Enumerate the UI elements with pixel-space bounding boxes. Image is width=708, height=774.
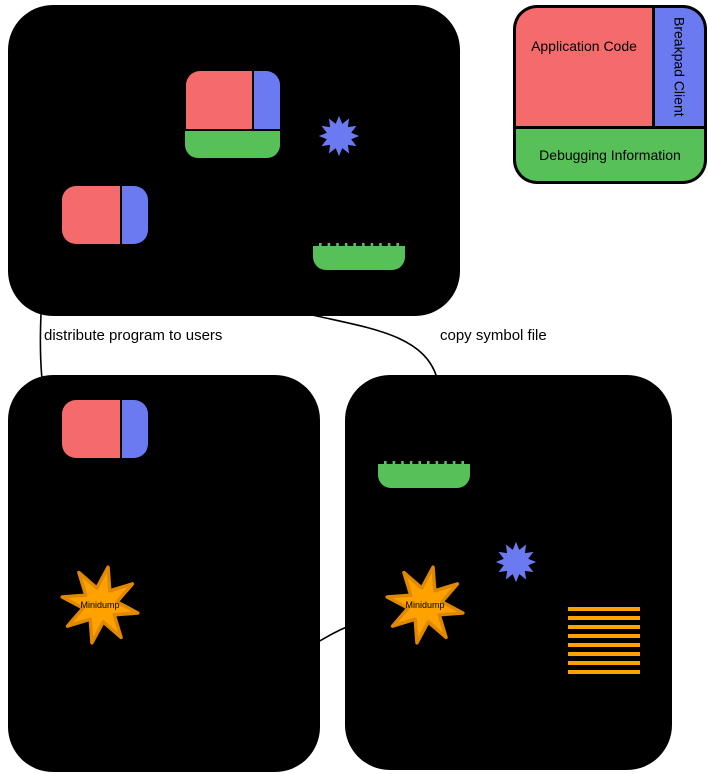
stripped-breakpad-client-block <box>122 186 148 244</box>
breakpad-client-block <box>254 71 280 129</box>
stripped-application-code-block <box>62 186 120 244</box>
legend-application-code: Application Code <box>516 8 652 126</box>
stack-trace-line <box>568 625 640 629</box>
collector-minidump-star-icon: Minidump <box>382 562 468 648</box>
stack-trace-lines <box>568 607 640 674</box>
minidump-label: Minidump <box>405 600 445 610</box>
build-machine-box <box>8 5 460 316</box>
legend-debugging-information-label: Debugging Information <box>539 147 681 163</box>
application-code-block <box>186 71 252 129</box>
stack-trace-line <box>568 661 640 665</box>
stack-trace-line <box>568 643 640 647</box>
edge-label-copy-symbol: copy symbol file <box>440 327 547 344</box>
symbol-file-bar <box>313 243 405 270</box>
stack-trace-line <box>568 607 640 611</box>
stack-trace-line <box>568 652 640 656</box>
crash-collector-box: Minidump <box>345 375 672 770</box>
stack-trace-line <box>568 634 640 638</box>
legend-breakpad-client-label: Breakpad Client <box>671 17 688 117</box>
user-machine-box: Minidump <box>8 375 320 772</box>
stack-trace-line <box>568 670 640 674</box>
edge-label-distribute: distribute program to users <box>44 327 223 344</box>
user-breakpad-client-block <box>122 400 148 458</box>
legend-application-code-label: Application Code <box>531 38 637 54</box>
debugging-information-bar <box>185 131 280 158</box>
collector-symbol-file-bar <box>378 461 470 488</box>
minidump-star-icon: Minidump <box>57 562 143 648</box>
minidump-label: Minidump <box>80 600 120 610</box>
legend-breakpad-client: Breakpad Client <box>655 8 704 126</box>
user-application-code-block <box>62 400 120 458</box>
edge-copy-symbol-line <box>307 313 438 379</box>
edge-distribute-line <box>39 313 43 380</box>
stack-trace-line <box>568 616 640 620</box>
starburst-icon <box>318 115 360 157</box>
processor-starburst-icon <box>495 541 537 583</box>
legend: Application Code Breakpad Client Debuggi… <box>513 5 707 184</box>
legend-debugging-information: Debugging Information <box>516 129 704 181</box>
